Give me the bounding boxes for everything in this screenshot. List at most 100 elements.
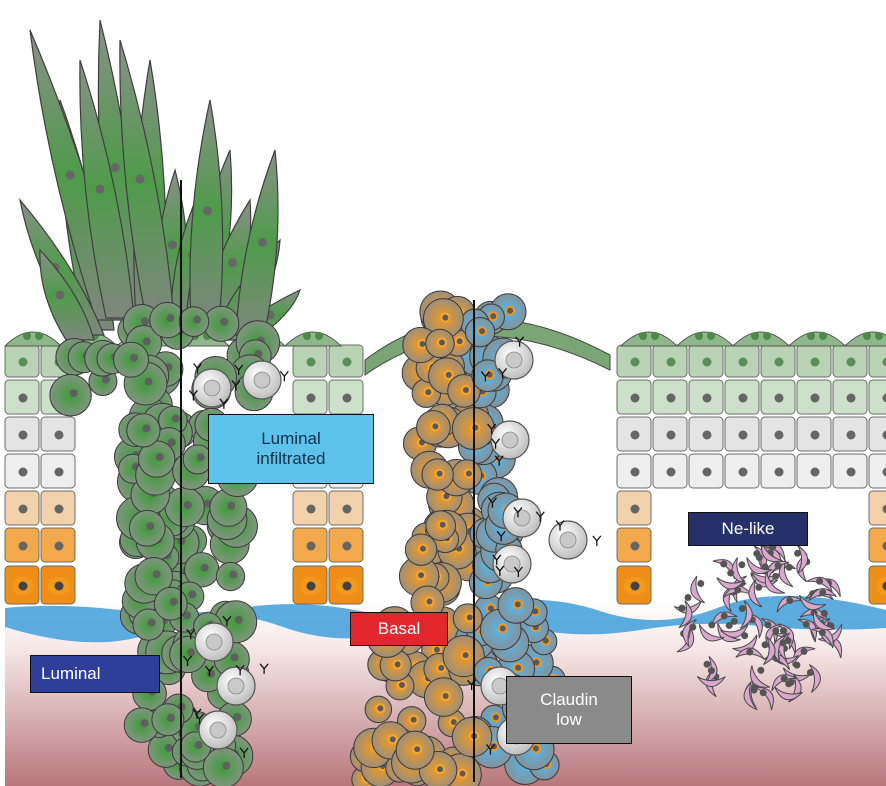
cell-nucleus (142, 424, 150, 432)
cell-nucleus (667, 394, 676, 403)
cell-nucleus (757, 667, 764, 674)
cell-nucleus (145, 378, 153, 386)
cell-nucleus (631, 358, 640, 367)
cell-nucleus (19, 358, 28, 367)
cell-nucleus (515, 601, 521, 607)
cell-nucleus (786, 564, 793, 571)
label-ne-like: Ne-like (688, 512, 808, 546)
cell-nucleus (307, 505, 316, 514)
cell-nucleus (775, 431, 784, 440)
cell-nucleus (411, 717, 417, 723)
cell-nucleus (463, 652, 469, 658)
cell-nucleus (19, 431, 28, 440)
cell-nucleus (697, 580, 704, 587)
cell-nucleus (847, 394, 856, 403)
cell-nucleus (515, 665, 521, 671)
cell-nucleus (425, 389, 431, 395)
cell-nucleus (303, 332, 311, 340)
t-cell-nucleus (228, 678, 244, 694)
cell-nucleus (146, 522, 154, 530)
cell-nucleus (847, 468, 856, 477)
cell-nucleus (819, 589, 826, 596)
cell-nucleus (55, 542, 64, 551)
cell-nucleus (794, 550, 801, 557)
cell-nucleus (703, 431, 712, 440)
cell-nucleus (751, 687, 758, 694)
cell-nucleus (156, 453, 164, 461)
cell-nucleus (35, 332, 43, 340)
cell-nucleus (457, 338, 463, 344)
cell-nucleus (651, 332, 659, 340)
cell-nucleus (533, 746, 539, 752)
cell-nucleus (23, 332, 31, 340)
cell-nucleus (631, 468, 640, 477)
cell-nucleus (775, 394, 784, 403)
umbrella-cell (621, 332, 677, 346)
cell-nucleus (343, 582, 352, 591)
cell-nucleus (731, 618, 738, 625)
cell-nucleus (779, 639, 786, 646)
cell-nucleus (781, 675, 788, 682)
cell-nucleus (143, 337, 151, 345)
t-cell-nucleus (204, 380, 220, 396)
cell-nucleus (170, 598, 178, 606)
umbrella-cell (733, 332, 789, 346)
cell-nucleus (343, 505, 352, 514)
cell-nucleus (439, 339, 445, 345)
cell-nucleus (307, 542, 316, 551)
cell-nucleus (220, 318, 228, 326)
cell-nucleus (66, 171, 75, 180)
t-cell-nucleus (210, 722, 226, 738)
cell-nucleus (184, 501, 192, 509)
cell-nucleus (459, 771, 465, 777)
cell-nucleus (227, 502, 235, 510)
cell-nucleus (803, 621, 810, 628)
cell-nucleus (763, 332, 771, 340)
t-cell-nucleus (502, 432, 518, 448)
cell-nucleus (153, 570, 161, 578)
umbrella-cell (5, 332, 61, 346)
cell-nucleus (811, 394, 820, 403)
cell-nucleus (56, 291, 65, 300)
cell-nucleus (685, 594, 692, 601)
cell-nucleus (772, 573, 779, 580)
cell-nucleus (442, 315, 448, 321)
cell-nucleus (432, 423, 438, 429)
t-cell-nucleus (254, 372, 270, 388)
cell-nucleus (451, 719, 457, 725)
cell-nucleus (19, 468, 28, 477)
cell-nucleus (667, 468, 676, 477)
cell-nucleus (739, 358, 748, 367)
cell-nucleus (203, 207, 212, 216)
cell-nucleus (166, 314, 174, 322)
label-claudin-low: Claudin low (506, 676, 632, 744)
cell-nucleus (500, 625, 506, 631)
label-luminal-infiltrated: Luminal infiltrated (208, 414, 374, 484)
cell-nucleus (141, 317, 149, 325)
cell-nucleus (193, 316, 201, 324)
cell-nucleus (235, 616, 243, 624)
cell-nucleus (772, 627, 779, 634)
t-cell-nucleus (206, 634, 222, 650)
cell-nucleus (55, 582, 64, 591)
cell-nucleus (197, 453, 205, 461)
cell-nucleus (704, 661, 711, 668)
cell-nucleus (419, 341, 425, 347)
cell-nucleus (819, 332, 827, 340)
cell-nucleus (55, 505, 64, 514)
antibody-icon (593, 536, 601, 546)
cell-nucleus (746, 649, 753, 656)
cell-nucleus (377, 705, 383, 711)
cell-nucleus (708, 667, 715, 674)
cell-nucleus (819, 629, 826, 636)
label-luminal: Luminal (30, 655, 160, 693)
cell-nucleus (875, 332, 883, 340)
cell-nucleus (96, 185, 105, 194)
cell-nucleus (141, 719, 149, 727)
cell-nucleus (467, 614, 473, 620)
cell-nucleus (707, 332, 715, 340)
cell-nucleus (703, 394, 712, 403)
cell-nucleus (148, 619, 156, 627)
cell-nucleus (811, 358, 820, 367)
cell-nucleus (168, 241, 177, 250)
